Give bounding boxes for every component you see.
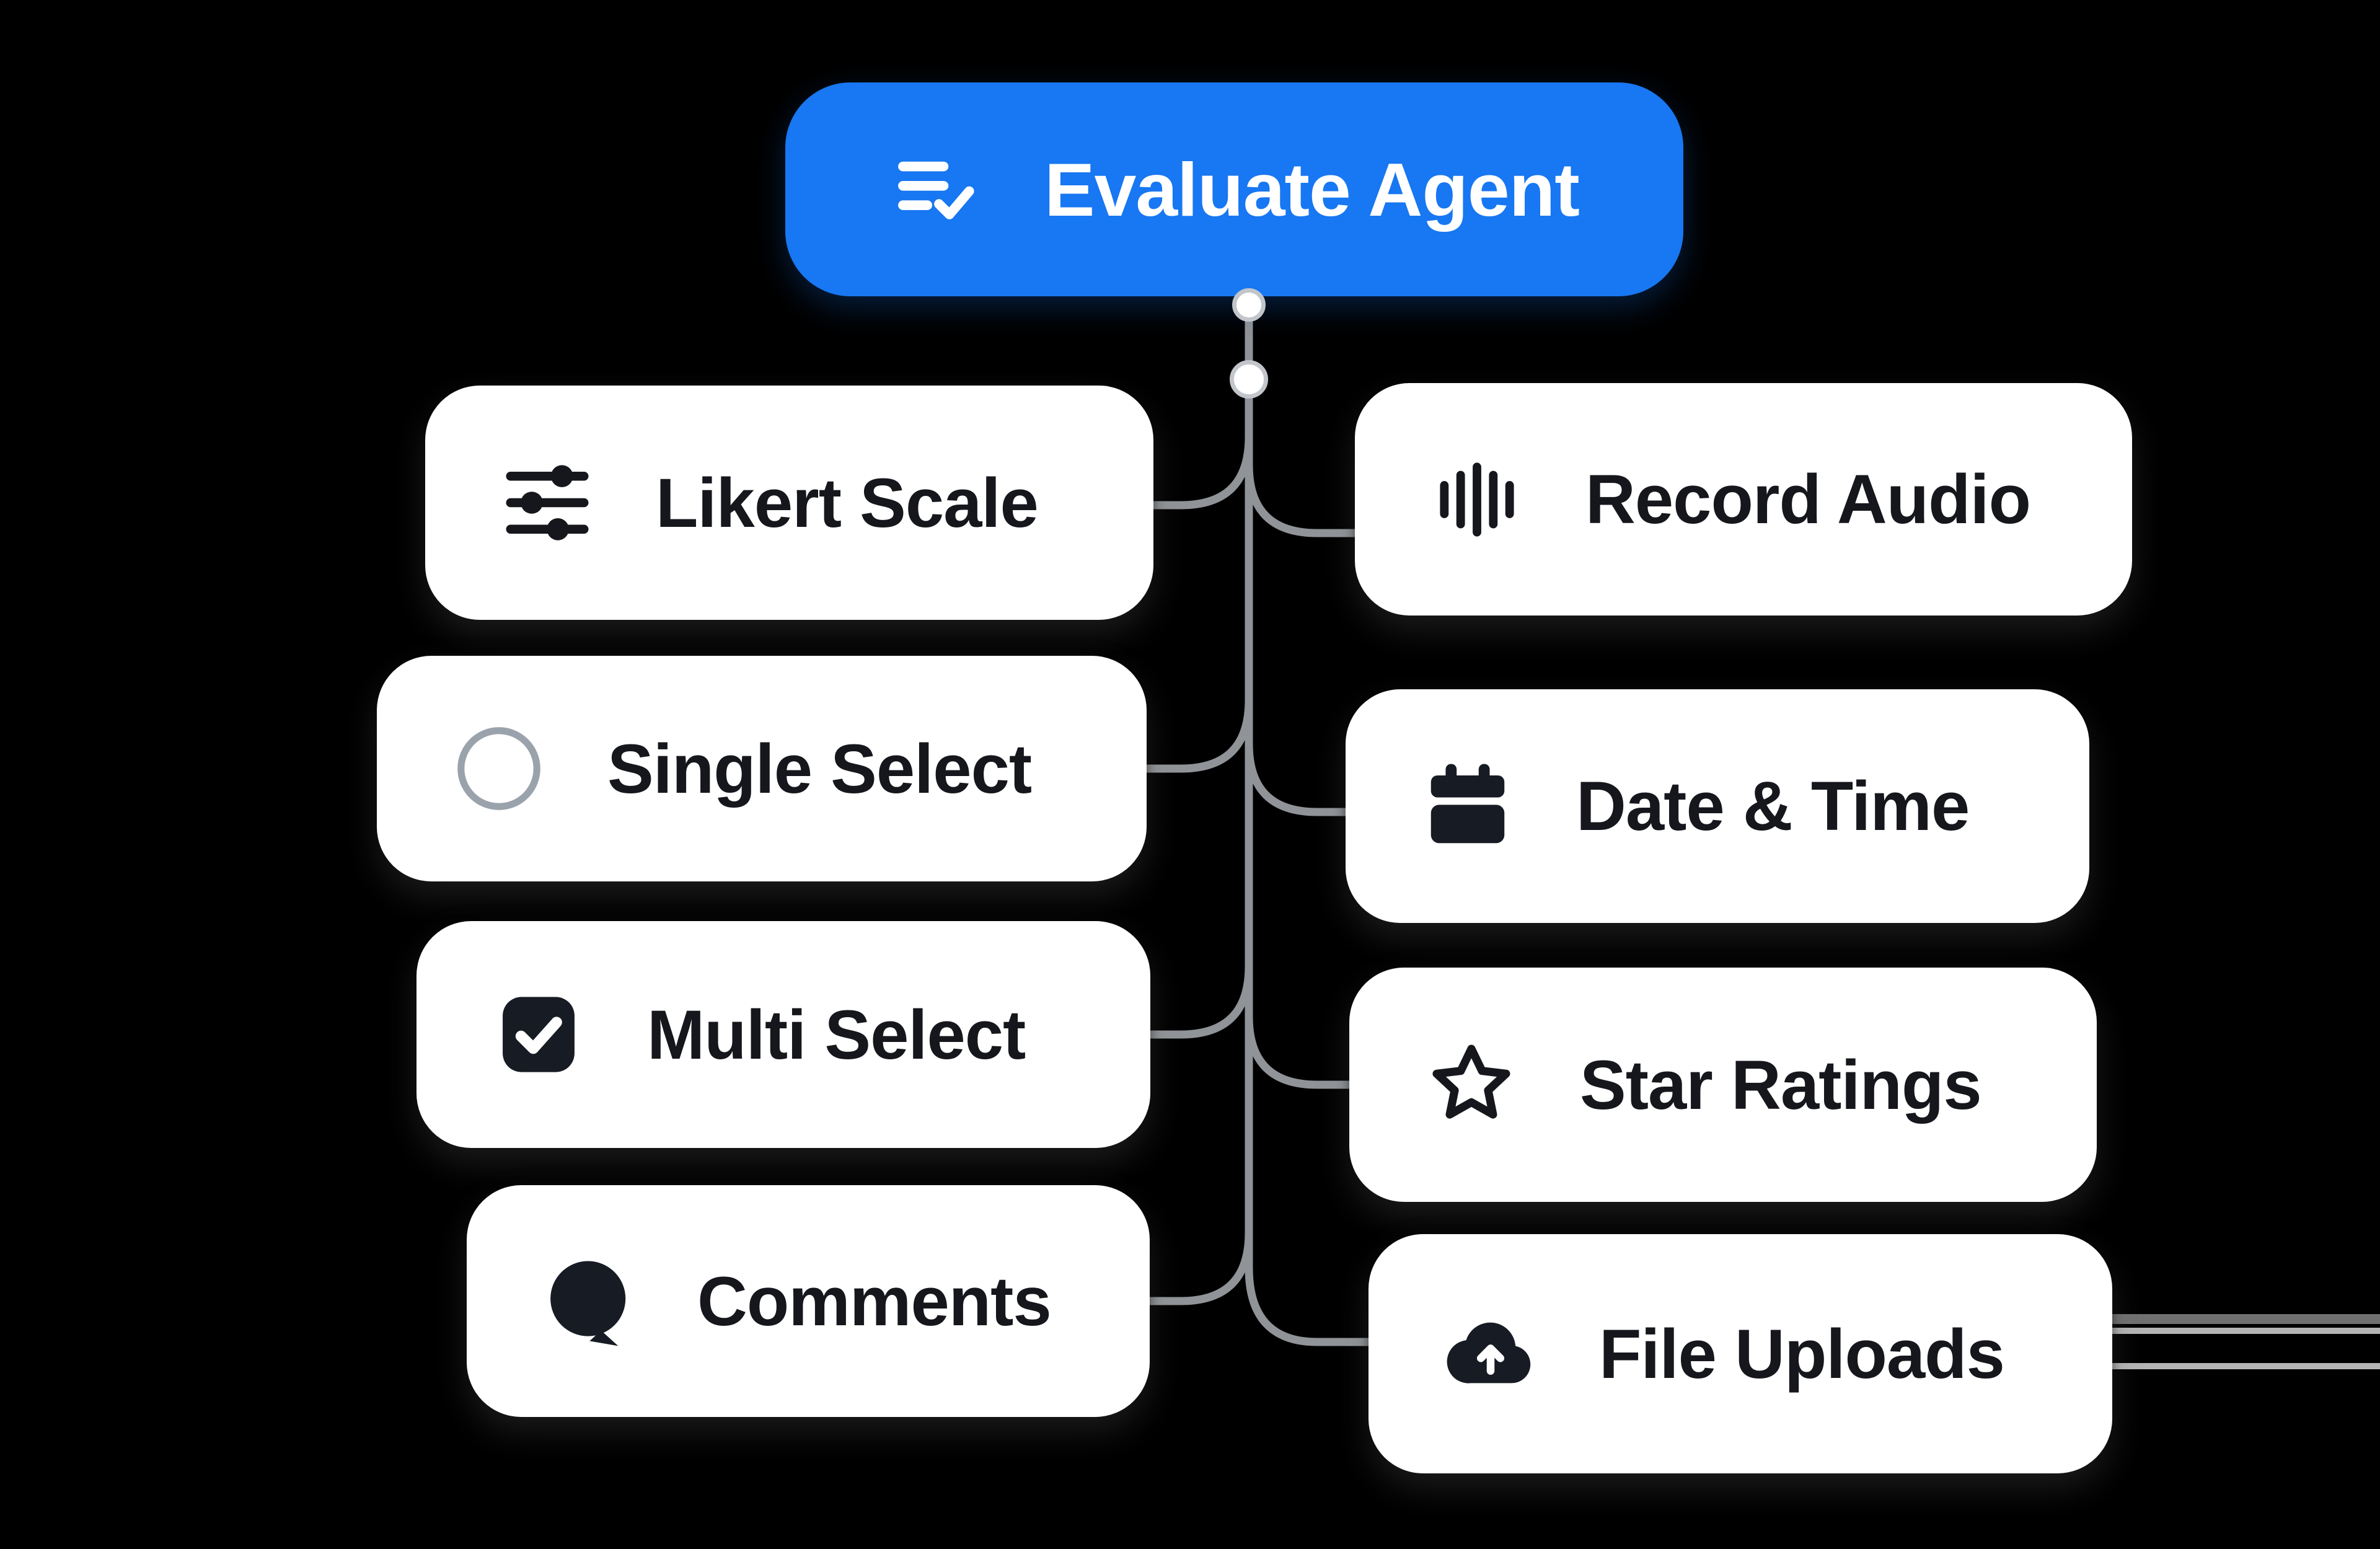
branch-single xyxy=(1142,696,1253,773)
card-label: Star Ratings xyxy=(1580,1046,1982,1124)
star-icon xyxy=(1422,1036,1520,1134)
branch-comments xyxy=(1146,1229,1253,1305)
card-label: Multi Select xyxy=(647,995,1026,1074)
branch-multi xyxy=(1147,962,1253,1039)
evaluate-agent-node[interactable]: Evaluate Agent xyxy=(785,82,1683,296)
branch-record xyxy=(1245,461,1359,537)
connector-dot-bottom xyxy=(1230,360,1268,399)
checklist-icon xyxy=(889,143,982,236)
node-label: Evaluate Agent xyxy=(1044,147,1580,232)
branch-star xyxy=(1245,1012,1354,1089)
connector-dot-top xyxy=(1232,288,1266,322)
waveform-icon xyxy=(1428,451,1526,549)
speech-bubble-icon xyxy=(540,1252,638,1350)
decorative-line-dark xyxy=(2090,1314,2380,1324)
comments-card[interactable]: Comments xyxy=(467,1185,1150,1417)
calendar-icon xyxy=(1419,757,1517,855)
radio-circle-icon xyxy=(450,720,548,818)
card-label: File Uploads xyxy=(1599,1315,2005,1393)
branch-likert xyxy=(1149,433,1253,510)
sliders-icon xyxy=(498,454,596,552)
checkbox-icon xyxy=(490,986,588,1083)
decorative-line-light xyxy=(2090,1328,2380,1334)
cloud-upload-icon xyxy=(1442,1305,1540,1403)
star-ratings-card[interactable]: Star Ratings xyxy=(1349,968,2097,1202)
card-label: Single Select xyxy=(607,730,1032,808)
card-label: Likert Scale xyxy=(656,464,1039,542)
branch-file xyxy=(1245,1263,1373,1346)
record-audio-card[interactable]: Record Audio xyxy=(1355,383,2132,616)
decorative-line-light xyxy=(2090,1363,2380,1369)
card-label: Comments xyxy=(697,1262,1052,1340)
file-uploads-card[interactable]: File Uploads xyxy=(1368,1234,2112,1473)
branch-date xyxy=(1245,739,1350,816)
card-label: Date & Time xyxy=(1576,767,1970,845)
date-time-card[interactable]: Date & Time xyxy=(1346,689,2089,923)
single-select-card[interactable]: Single Select xyxy=(377,656,1147,881)
multi-select-card[interactable]: Multi Select xyxy=(416,921,1150,1148)
card-label: Record Audio xyxy=(1585,461,2031,538)
likert-scale-card[interactable]: Likert Scale xyxy=(425,386,1153,620)
